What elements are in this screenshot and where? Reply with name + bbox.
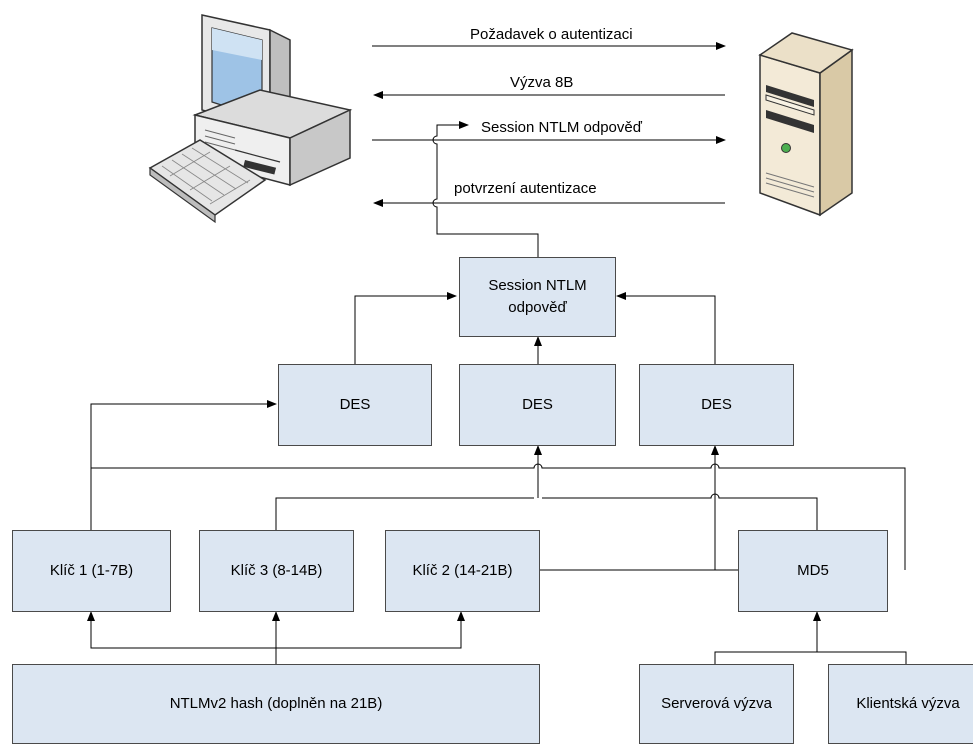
des-1-label: DES	[339, 396, 371, 413]
md5-bus-lower	[542, 493, 818, 530]
server-tower-icon	[758, 32, 854, 217]
server-challenge-label: Serverová výzva	[661, 695, 772, 712]
session-box-line1: Session NTLM	[488, 277, 587, 294]
challenge-label: Výzva 8B	[510, 74, 574, 91]
key-1-box: Klíč 1 (1-7B)	[12, 530, 171, 612]
des-box-2: DES	[459, 364, 616, 446]
challenges-bus	[714, 651, 907, 664]
client-challenge-box: Klientská výzva	[828, 664, 973, 744]
des-box-1: DES	[278, 364, 432, 446]
auth-confirm-label: potvrzení autentizace	[454, 180, 597, 197]
server-challenge-box: Serverová výzva	[639, 664, 794, 744]
des-3-label: DES	[701, 396, 732, 413]
session-box-line2: odpověď	[508, 299, 567, 316]
key-2-label: Klíč 2 (14-21B)	[412, 562, 513, 579]
ntlmv2-hash-label: NTLMv2 hash (doplněn na 21B)	[169, 695, 383, 712]
key1-to-des1-line	[90, 400, 277, 530]
md5-label: MD5	[797, 562, 829, 579]
session-response-label: Session NTLM odpověď	[481, 119, 642, 136]
key-3-box: Klíč 3 (8-14B)	[199, 530, 354, 612]
key3-bus	[275, 497, 534, 530]
key-2-box: Klíč 2 (14-21B)	[385, 530, 540, 612]
ntlmv2-hash-box: NTLMv2 hash (doplněn na 21B)	[12, 664, 540, 744]
des-2-label: DES	[522, 396, 553, 413]
des1-to-session-line	[354, 292, 457, 364]
desktop-computer-icon	[148, 14, 353, 224]
session-ntlm-response-box: Session NTLM odpověď	[459, 257, 616, 337]
key-1-label: Klíč 1 (1-7B)	[49, 562, 134, 579]
md5-box: MD5	[738, 530, 888, 612]
session-output-path	[432, 121, 539, 257]
key-3-label: Klíč 3 (8-14B)	[230, 562, 323, 579]
des3-to-session-line	[616, 292, 716, 364]
client-challenge-label: Klientská výzva	[856, 695, 960, 712]
des-box-3: DES	[639, 364, 794, 446]
auth-request-label: Požadavek o autentizaci	[470, 26, 633, 43]
md5-bus-upper	[91, 463, 906, 570]
